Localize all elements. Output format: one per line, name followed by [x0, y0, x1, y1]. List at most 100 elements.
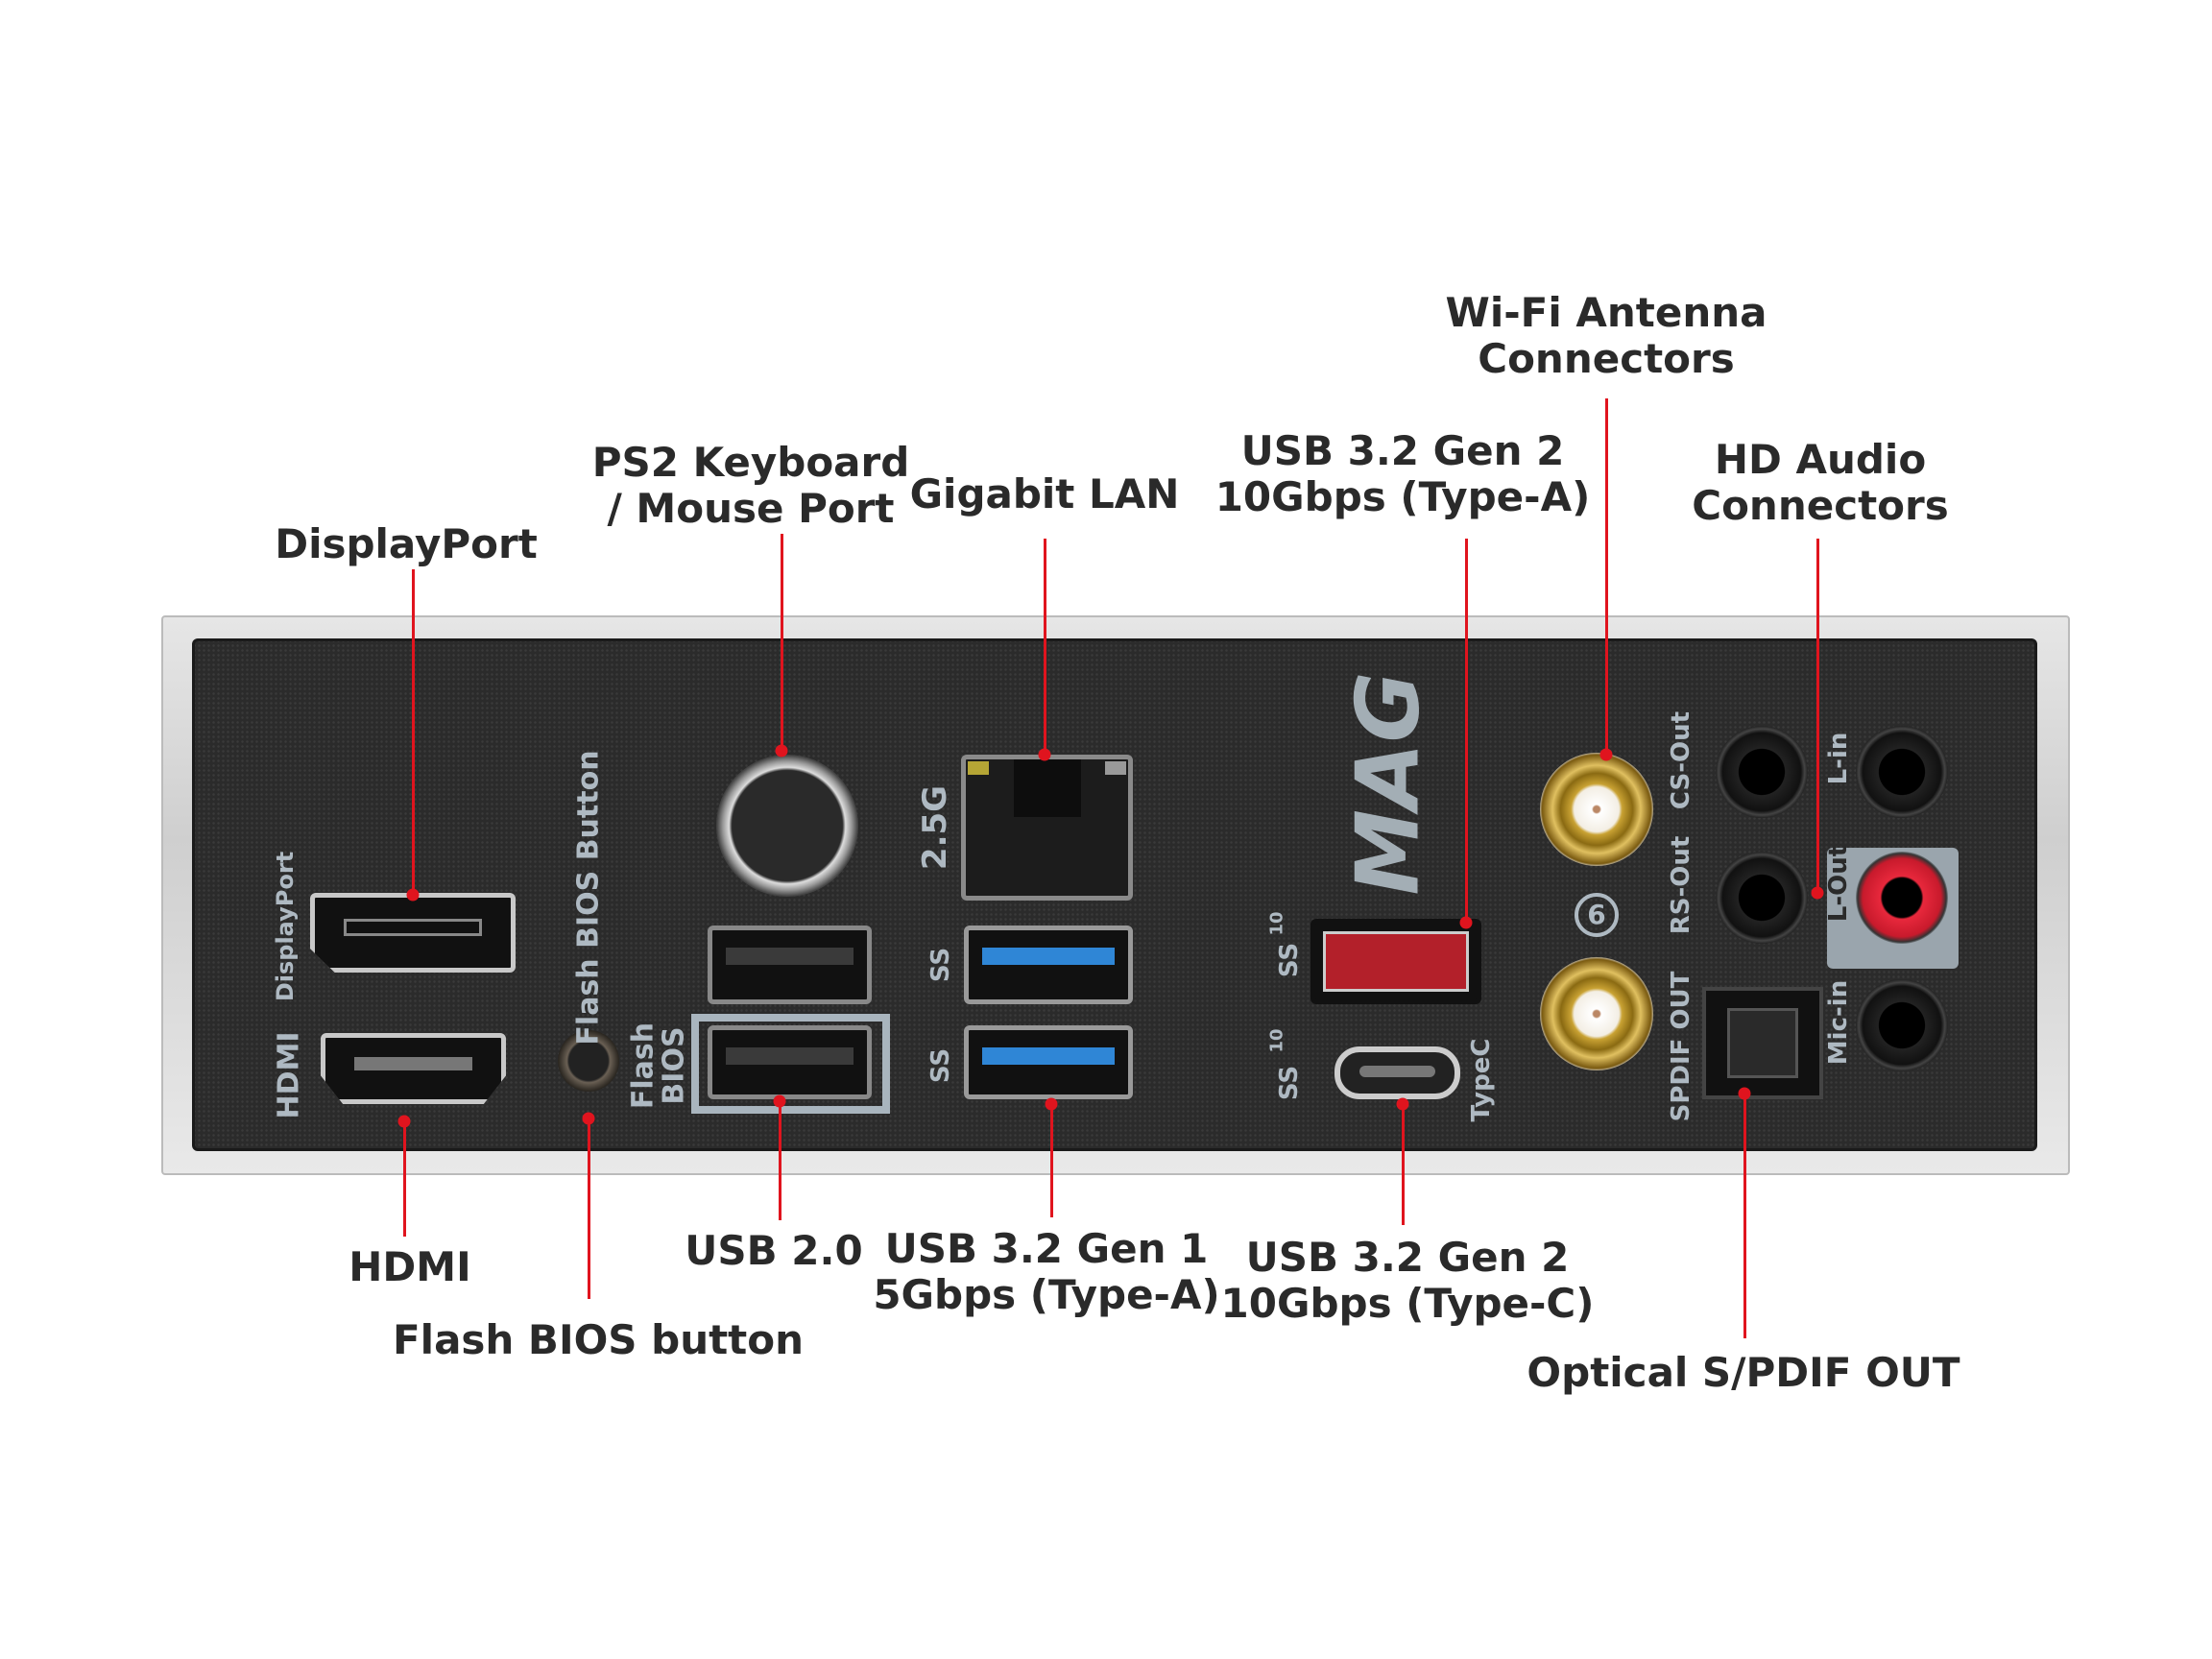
usb-typec-port — [1334, 1046, 1460, 1099]
audio-jack-rs-out — [1716, 852, 1808, 944]
leader-line-usb-gen2-c — [1402, 1104, 1405, 1225]
superspeed-10-icon: 10 — [1266, 1028, 1287, 1053]
leader-dot — [1599, 748, 1613, 761]
port-contacts — [1359, 1066, 1435, 1077]
port-contacts — [344, 919, 482, 936]
lan-led — [1105, 761, 1126, 775]
text-l-in: L-in — [1824, 732, 1853, 785]
text-flash: Flash — [626, 1022, 661, 1110]
superspeed-icon: SS — [926, 947, 955, 983]
mag-logo: MAG — [1337, 671, 1439, 896]
hdmi-port — [321, 1033, 506, 1104]
displayport-port — [310, 893, 516, 973]
label-hdmi: HDMI — [349, 1243, 471, 1290]
label-line: 10Gbps (Type-A) — [1214, 473, 1591, 520]
text-rs-out: RS-Out — [1667, 835, 1695, 935]
port-contacts — [354, 1057, 472, 1070]
spdif-shutter — [1727, 1008, 1798, 1078]
text-spdif-out: SPDIF OUT — [1667, 971, 1695, 1122]
leader-line-flash-bios — [588, 1118, 590, 1299]
usb3-gen1-port — [964, 926, 1133, 1004]
flash-bios-button[interactable] — [558, 1030, 619, 1092]
wifi-antenna-connector — [1540, 753, 1653, 866]
label-line: USB 3.2 Gen 1 — [884, 1225, 1209, 1272]
ps2-port — [716, 755, 858, 897]
audio-jack-l-in — [1856, 726, 1948, 818]
leader-dot — [582, 1112, 595, 1125]
hdmi-logo: HDMI — [272, 1031, 306, 1119]
usb2-port — [708, 926, 872, 1004]
label-displayport: DisplayPort — [275, 520, 538, 567]
leader-line-displayport — [412, 569, 415, 895]
usb-tongue — [1323, 931, 1469, 992]
leader-dot — [1811, 886, 1824, 900]
label-line: PS2 Keyboard — [591, 439, 910, 486]
label-line: HD Audio — [1714, 436, 1927, 483]
label-line: Connectors — [1692, 482, 1949, 529]
text-mic-in: Mic-in — [1824, 979, 1853, 1066]
leader-dot — [775, 744, 788, 757]
usb-tongue — [726, 1047, 854, 1065]
leader-line-usb2 — [779, 1101, 781, 1220]
label-line: / Mouse Port — [607, 485, 895, 532]
label-usb2: USB 2.0 — [685, 1227, 863, 1274]
flash-bios-usb-frame — [691, 1014, 890, 1114]
text-displayport: DisplayPort — [272, 851, 299, 1002]
usb-tongue — [982, 1047, 1115, 1065]
usb3-gen1-port — [964, 1025, 1133, 1099]
label-lan: Gigabit LAN — [909, 470, 1180, 517]
label-line: 5Gbps (Type-A) — [873, 1271, 1220, 1318]
superspeed-icon: SS — [1275, 942, 1304, 978]
text-l-out: L-Out — [1824, 844, 1853, 923]
text-flash-bios-button: Flash BIOS Button — [571, 750, 606, 1046]
label-line: USB 3.2 Gen 2 — [1240, 427, 1565, 474]
leader-dot — [1045, 1097, 1058, 1111]
label-spdif: Optical S/PDIF OUT — [1527, 1349, 1960, 1396]
leader-dot — [773, 1094, 786, 1108]
usb3-gen2-typea-port — [1310, 919, 1481, 1004]
leader-line-lan — [1044, 539, 1046, 755]
audio-jack-l-out — [1856, 852, 1948, 944]
usb-tongue — [726, 948, 854, 965]
label-flash-bios-button: Flash BIOS button — [392, 1316, 805, 1363]
usb2-flash-port[interactable] — [708, 1025, 872, 1099]
optical-spdif-port — [1702, 987, 1823, 1099]
text-bios: BIOS — [657, 1026, 691, 1105]
lan-led — [968, 761, 989, 775]
text-typec: TypeC — [1467, 1038, 1496, 1122]
label-ps2: PS2 Keyboard/ Mouse Port — [592, 440, 910, 532]
superspeed-icon: SS — [1275, 1065, 1304, 1101]
leader-line-hdmi — [403, 1121, 406, 1237]
label-line: Connectors — [1478, 335, 1735, 382]
label-line: USB 3.2 Gen 2 — [1245, 1234, 1570, 1281]
lan-port — [961, 755, 1133, 901]
leader-dot — [406, 888, 420, 902]
leader-dot — [1396, 1097, 1409, 1111]
leader-line-usb-gen1 — [1050, 1104, 1053, 1217]
superspeed-10-icon: 10 — [1266, 911, 1287, 936]
audio-jack-mic-in — [1856, 979, 1948, 1071]
wifi-antenna-connector — [1540, 957, 1653, 1070]
leader-dot — [1459, 916, 1473, 929]
superspeed-icon: SS — [926, 1047, 955, 1084]
text-cs-out: CS-Out — [1667, 710, 1695, 810]
leader-line-wifi — [1605, 398, 1608, 755]
leader-dot — [397, 1115, 411, 1128]
leader-line-usb-gen2-a — [1465, 539, 1468, 923]
label-line: 10Gbps (Type-C) — [1220, 1280, 1595, 1327]
leader-line-hd-audio — [1816, 539, 1819, 893]
leader-line-spdif — [1743, 1094, 1746, 1338]
leader-dot — [1738, 1087, 1751, 1100]
leader-dot — [1038, 748, 1051, 761]
usb-tongue — [982, 948, 1115, 965]
audio-jack-cs-out — [1716, 726, 1808, 818]
label-line: Wi-Fi Antenna — [1445, 289, 1767, 336]
wifi6-logo: 6 — [1575, 893, 1619, 937]
leader-line-ps2 — [781, 534, 783, 751]
lan-socket — [1014, 759, 1081, 817]
text-lan-speed: 2.5G — [916, 784, 954, 871]
